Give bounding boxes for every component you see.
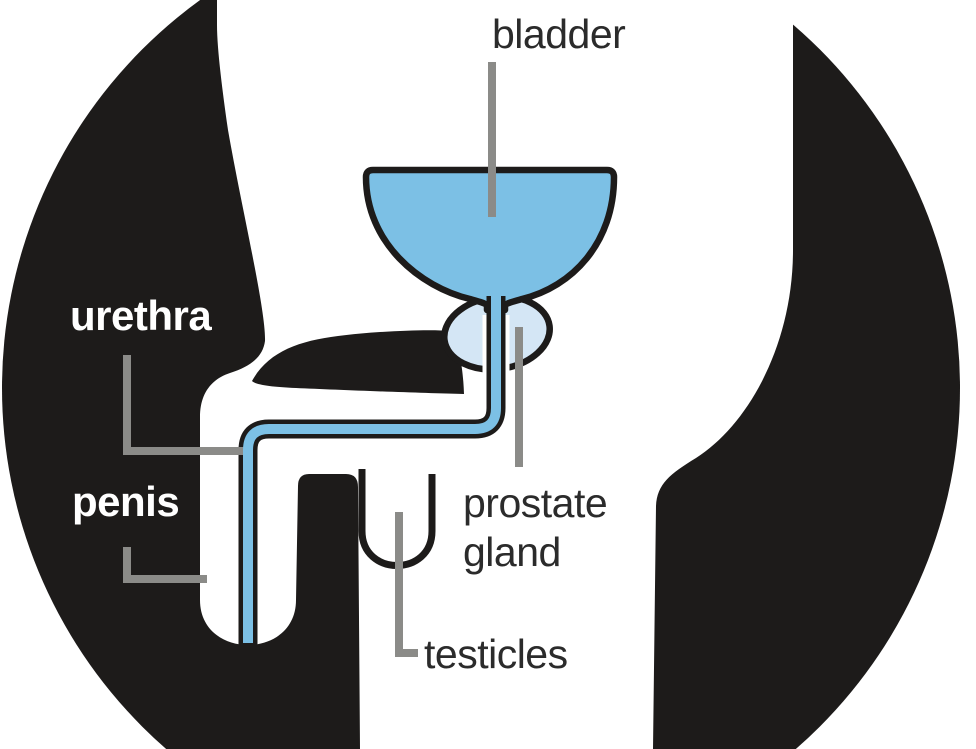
testicles-pointer-line xyxy=(395,512,418,657)
urethra-pointer-line xyxy=(123,355,252,455)
penis-pointer-line xyxy=(123,547,207,583)
urethra-tube-core xyxy=(243,290,501,643)
perineum-wedge xyxy=(252,330,464,394)
penis-label: penis xyxy=(72,478,179,525)
testicles-label: testicles xyxy=(424,631,568,677)
prostate-gland-label-line1: prostate xyxy=(463,480,607,526)
prostate-gland-label-line2: gland xyxy=(463,529,561,575)
bladder-label: bladder xyxy=(492,11,625,57)
bladder-shape xyxy=(362,166,618,314)
urethra-label: urethra xyxy=(70,292,212,339)
